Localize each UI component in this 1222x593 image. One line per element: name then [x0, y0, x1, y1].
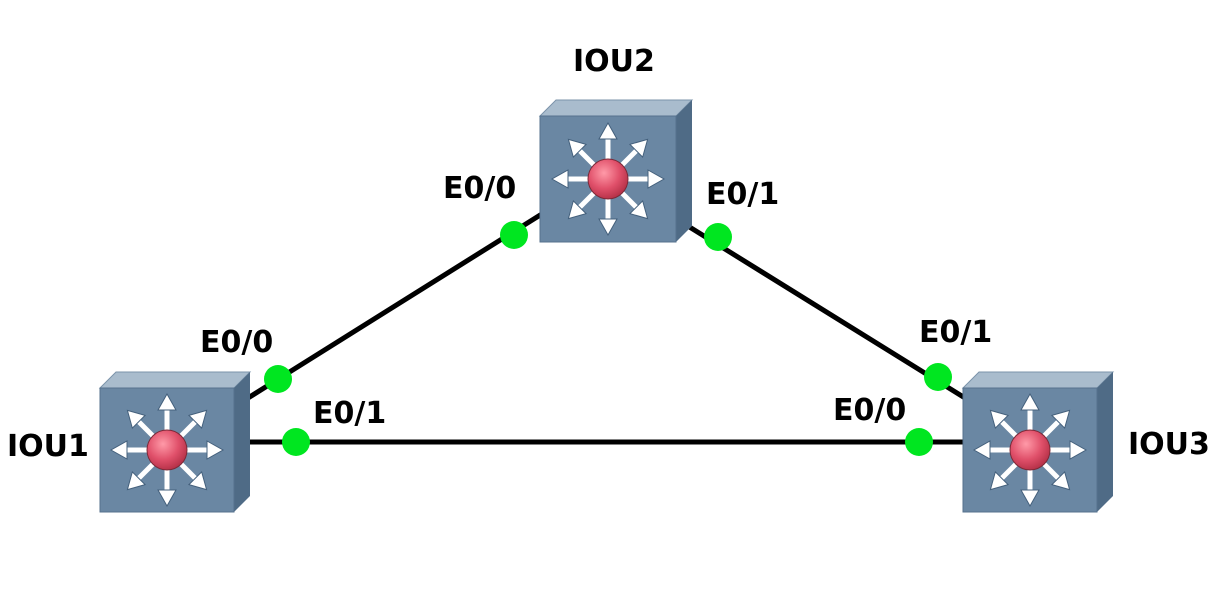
- switch-center-disc: [146, 429, 188, 471]
- link-iou1-iou2[interactable]: [245, 209, 548, 401]
- switch-iou3[interactable]: [961, 371, 1115, 513]
- port-dot-iou2-e0-0[interactable]: [500, 221, 528, 249]
- port-label-iou1-e0-0: E0/0: [200, 325, 273, 360]
- port-dot-iou3-e0-1[interactable]: [924, 363, 952, 391]
- port-label-iou2-e0-1: E0/1: [706, 177, 779, 212]
- port-dot-iou2-e0-1[interactable]: [704, 223, 732, 251]
- layer3-switch-icon: [538, 99, 694, 243]
- device-label-iou2: IOU2: [573, 44, 655, 79]
- switch-iou1[interactable]: [98, 371, 252, 513]
- port-label-iou2-e0-0: E0/0: [443, 171, 516, 206]
- port-dot-iou1-e0-0[interactable]: [264, 365, 292, 393]
- layer3-switch-icon: [98, 371, 252, 513]
- device-label-iou1: IOU1: [7, 429, 89, 464]
- port-dot-iou1-e0-1[interactable]: [282, 428, 310, 456]
- switch-center-disc: [1009, 429, 1051, 471]
- port-label-iou3-e0-1: E0/1: [919, 315, 992, 350]
- switch-iou2[interactable]: [538, 99, 694, 243]
- layer3-switch-icon: [961, 371, 1115, 513]
- port-label-iou1-e0-1: E0/1: [313, 396, 386, 431]
- switch-center-disc: [587, 158, 629, 200]
- port-label-iou3-e0-0: E0/0: [833, 393, 906, 428]
- port-dots: [264, 221, 952, 456]
- port-dot-iou3-e0-0[interactable]: [905, 428, 933, 456]
- device-label-iou3: IOU3: [1128, 427, 1210, 462]
